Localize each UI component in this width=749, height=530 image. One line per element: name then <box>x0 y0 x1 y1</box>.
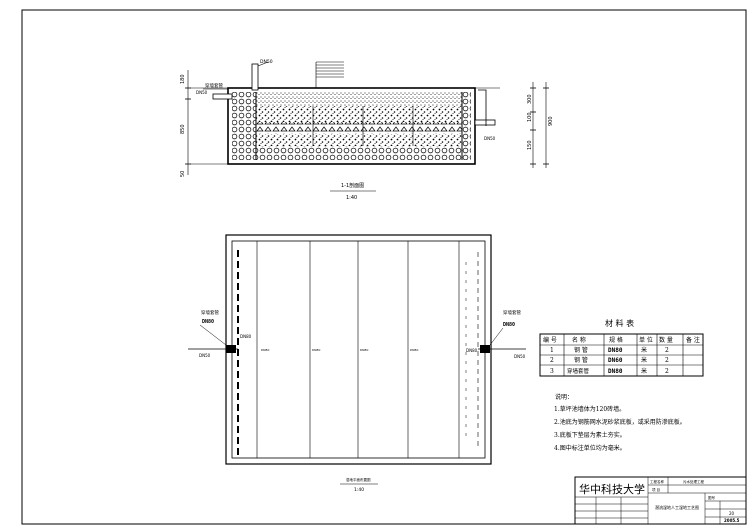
materials-table: 材 料 表 编 号 名 称 规 格 单 位 数 量 备 注 1 钢 管 DN80… <box>539 318 704 377</box>
materials-cell: 穿墙套管 <box>567 367 590 375</box>
materials-cell: 米 <box>641 367 647 375</box>
materials-cell: 钢 管 <box>574 346 588 354</box>
drawing-no: 20 <box>729 511 735 516</box>
section-gravel-layer-lower <box>256 134 462 146</box>
section-view: 180 850 50 300 100 150 900 穿墙套管 DN50 DN5… <box>180 59 554 201</box>
materials-header-qty: 数 量 <box>659 336 673 344</box>
project-value: 污水处理工程 <box>683 479 704 484</box>
plan-scale: 1:40 <box>354 487 364 493</box>
section-pipe-small-left: DN50 <box>196 90 208 95</box>
svg-text:DN80: DN80 <box>360 348 368 352</box>
plan-title: 湿地平面布置图 <box>346 477 371 482</box>
plan-left-pipe-inner: DN80 <box>240 334 252 339</box>
plan-right-pipe <box>480 345 490 353</box>
dim-right-2: 100 <box>527 112 533 122</box>
dim-left-mid: 850 <box>180 124 186 134</box>
materials-cell: DN60 <box>608 357 623 364</box>
plan-right-pipe-label: 穿墙套管 <box>503 309 521 316</box>
plan-left-pipe-label: 穿墙套管 <box>201 309 219 316</box>
dim-right-3: 150 <box>527 140 533 150</box>
note-item: 3.底板下垫层为素土夯实。 <box>554 431 626 439</box>
materials-cell: 米 <box>641 356 647 364</box>
materials-cell: DN80 <box>608 347 623 354</box>
materials-header-unit: 单 位 <box>639 336 653 344</box>
materials-cell: 2 <box>665 368 669 375</box>
note-item: 4.图中标注单位均为毫米。 <box>554 444 626 452</box>
materials-title: 材 料 表 <box>605 318 634 328</box>
sheet-border <box>21 9 747 525</box>
dim-left-bottom: 50 <box>180 171 186 177</box>
materials-cell: 2 <box>665 357 669 364</box>
plan-left-pipe-size: DN80 <box>202 319 214 325</box>
dim-left-top: 180 <box>180 74 186 84</box>
section-top-pipe <box>251 63 259 91</box>
materials-cell: 钢 管 <box>574 356 588 364</box>
materials-cell: 1 <box>550 347 554 354</box>
section-scale: 1:40 <box>346 195 357 201</box>
materials-cell: DN80 <box>608 368 623 375</box>
dim-right-total: 900 <box>548 116 554 126</box>
project-label: 工程名称 <box>650 479 664 484</box>
svg-text:DN80: DN80 <box>312 348 320 352</box>
section-inlet-pipe <box>212 93 233 100</box>
section-pipe-small-right: DN50 <box>484 136 496 141</box>
university-name: 华中科技大学 <box>579 482 645 496</box>
plan-right-pipe-size: DN80 <box>503 322 515 328</box>
section-title: 1-1剖面图 <box>341 182 364 189</box>
materials-header-no: 编 号 <box>543 336 557 344</box>
materials-cell: 米 <box>641 346 647 354</box>
plan-right-pipe-inner: DN80 <box>466 348 478 353</box>
section-outlet-pipe <box>474 119 496 126</box>
svg-text:DN80: DN80 <box>261 348 269 352</box>
title-block: 华中科技大学 工程名称 污水处理工程 项 目 潜流湿地人工湿地工艺图 图号 20… <box>574 476 747 525</box>
item-label: 项 目 <box>652 487 660 492</box>
notes-heading: 说明： <box>555 393 573 401</box>
section-pipe-label-left: 穿墙套管 <box>205 82 223 89</box>
materials-header-remark: 备 注 <box>686 336 700 344</box>
section-triangle-layer <box>256 122 462 134</box>
plan-left-pipe-small: DN50 <box>199 353 211 358</box>
plan-inner-wall <box>231 240 486 459</box>
drawing-date: 2005.5 <box>724 518 740 523</box>
note-item: 1.草坪池墙体为120砖墙。 <box>554 405 625 413</box>
materials-cell: 2 <box>665 347 669 354</box>
plan-right-pipe-small: DN50 <box>514 354 526 359</box>
materials-cell: 2 <box>550 357 554 364</box>
materials-cell: 3 <box>550 368 554 375</box>
dim-right-1: 300 <box>527 94 533 104</box>
notes: 说明： 1.草坪池墙体为120砖墙。 2.池底为钢筋网水泥砂浆底板，或采用防渗底… <box>554 393 686 452</box>
section-pipe-label-top: DN50 <box>260 59 273 65</box>
plan-left-pipe <box>226 345 236 353</box>
materials-header-spec: 规 格 <box>609 336 623 344</box>
section-soil-layer <box>256 92 462 106</box>
drawing-no-label: 图号 <box>708 495 716 500</box>
plan-view: DN80 DN80 DN80 DN80 穿墙套管 DN80 DN50 DN80 … <box>188 234 526 493</box>
section-tank-outline <box>227 87 476 165</box>
note-item: 2.池底为钢筋网水泥砂浆底板，或采用防渗底板。 <box>554 418 686 426</box>
svg-text:DN80: DN80 <box>410 348 418 352</box>
materials-header-name: 名 称 <box>572 336 586 344</box>
section-gravel-layer <box>256 106 462 122</box>
drawing-name: 潜流湿地人工湿地工艺图 <box>655 504 699 510</box>
